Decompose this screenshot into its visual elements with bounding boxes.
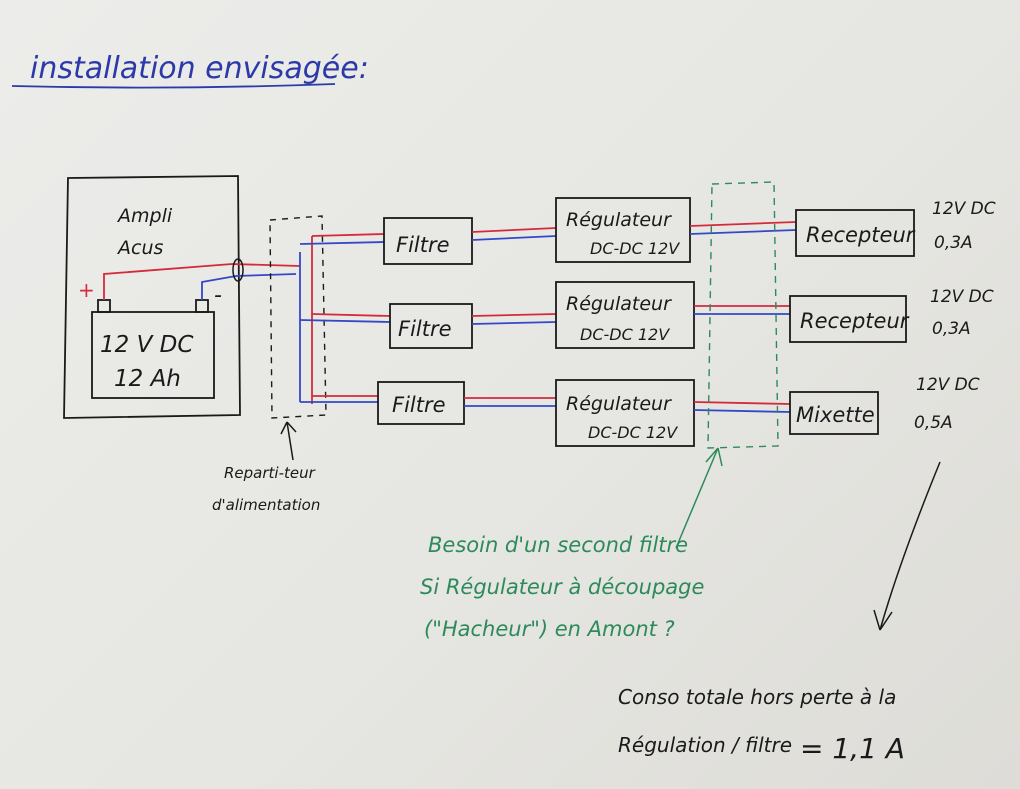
cable-gland bbox=[232, 258, 244, 282]
note-line2: Si Régulateur à découpage bbox=[420, 575, 704, 599]
amp-enclosure bbox=[63, 175, 241, 419]
feed-row2-positive bbox=[311, 313, 391, 317]
total-line2: Régulation / filtre bbox=[618, 733, 792, 757]
regulator-spec-1: DC-DC 12V bbox=[590, 239, 680, 258]
wire-reg1-dev1-positive bbox=[689, 221, 797, 227]
title-underline bbox=[11, 83, 336, 89]
regulator-label-3: Régulateur bbox=[566, 393, 672, 415]
regulator-box-2 bbox=[555, 281, 695, 349]
device-label-1: Recepteur bbox=[806, 223, 916, 247]
feed-row1-negative bbox=[299, 241, 385, 245]
regulator-box-3 bbox=[555, 379, 695, 447]
filter-label-3: Filtre bbox=[392, 393, 446, 417]
battery-terminal-negative bbox=[195, 299, 209, 313]
battery bbox=[91, 311, 215, 399]
positive-sign: + bbox=[78, 278, 95, 302]
battery-negative-lead bbox=[201, 273, 297, 300]
battery-capacity: 12 Ah bbox=[114, 366, 181, 392]
distributor-arrow bbox=[280, 421, 297, 461]
wire-filter1-reg1-positive bbox=[471, 227, 557, 233]
device-label-2: Recepteur bbox=[800, 309, 910, 333]
regulator-box-1 bbox=[555, 197, 691, 263]
page-title: installation envisagée: bbox=[30, 51, 369, 86]
note-line3: ("Hacheur") en Amont ? bbox=[424, 617, 675, 641]
wire-filter2-reg2-negative bbox=[471, 321, 557, 325]
regulator-label-1: Régulateur bbox=[566, 209, 672, 231]
total-value: = 1,1 A bbox=[800, 732, 905, 765]
device-voltage-1: 12V DC bbox=[932, 199, 996, 219]
wire-reg3-dev3-negative bbox=[693, 409, 791, 413]
filter-box-2 bbox=[389, 303, 473, 349]
wire-filter1-reg1-negative bbox=[471, 235, 557, 241]
device-voltage-3: 12V DC bbox=[916, 375, 980, 395]
amp-label-line2: Acus bbox=[116, 237, 163, 259]
regulator-spec-3: DC-DC 12V bbox=[588, 423, 678, 442]
battery-voltage: 12 V DC bbox=[100, 332, 193, 358]
device-current-2: 0,3A bbox=[932, 319, 971, 339]
filter-label-2: Filtre bbox=[398, 317, 452, 341]
device-box-1 bbox=[795, 209, 915, 257]
battery-positive-lead bbox=[103, 263, 301, 300]
battery-terminal-positive bbox=[97, 299, 111, 313]
distributor-label-line2: d'alimentation bbox=[212, 496, 320, 514]
total-arrow bbox=[873, 461, 941, 631]
total-line1: Conso totale hors perte à la bbox=[618, 685, 896, 709]
distributor-box bbox=[269, 215, 327, 419]
device-current-3: 0,5A bbox=[914, 413, 953, 433]
wire-reg3-dev3-positive bbox=[693, 401, 791, 405]
negative-sign: - bbox=[214, 283, 222, 308]
filter-box-3 bbox=[377, 381, 465, 425]
filter-label-1: Filtre bbox=[396, 233, 450, 257]
feed-row2-negative bbox=[299, 319, 391, 323]
wire-reg1-dev1-negative bbox=[689, 229, 797, 235]
device-box-3 bbox=[789, 391, 879, 435]
wire-filter2-reg2-positive bbox=[471, 313, 557, 317]
distributor-label-line1: Reparti-teur bbox=[224, 464, 316, 482]
device-current-1: 0,3A bbox=[934, 233, 973, 253]
device-box-2 bbox=[789, 295, 907, 343]
amp-label-line1: Ampli bbox=[116, 205, 173, 227]
device-voltage-2: 12V DC bbox=[930, 287, 994, 307]
second-filter-zone bbox=[707, 181, 779, 449]
filter-box-1 bbox=[383, 217, 473, 265]
note-line1: Besoin d'un second filtre bbox=[428, 533, 688, 557]
regulator-label-2: Régulateur bbox=[566, 293, 672, 315]
second-filter-arrow bbox=[675, 447, 723, 549]
feed-row1-positive bbox=[311, 233, 385, 237]
regulator-spec-2: DC-DC 12V bbox=[580, 325, 670, 344]
device-label-3: Mixette bbox=[796, 403, 875, 427]
